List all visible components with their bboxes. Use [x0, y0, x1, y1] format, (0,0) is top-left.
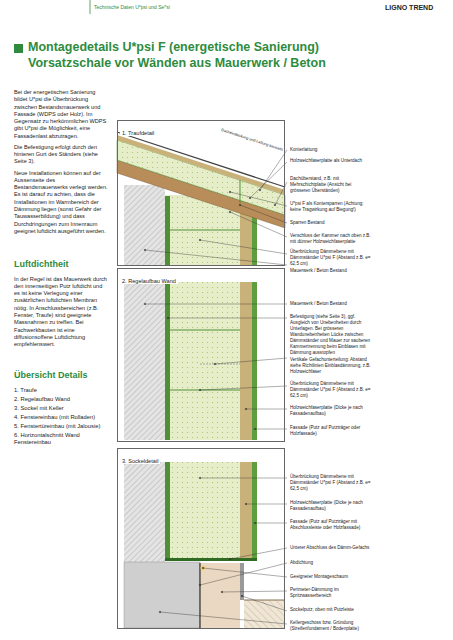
body-text: Die Befestigung erfolgt durch den hinter…: [14, 144, 109, 166]
callout-label: Fassade (Putz auf Putzträger mit Abschlu…: [290, 519, 372, 531]
list-item: 6. Horizontalschnitt Wand Fenstereinbau: [14, 432, 109, 447]
body-text: Neue Installationen können auf der Ausse…: [14, 170, 109, 235]
callout-label: Abdichtung: [290, 560, 372, 566]
section-heading: Luftdichtheit: [14, 259, 109, 271]
callout-label: Sparren Bestand: [290, 220, 372, 226]
callout-label: Unterer Abschluss des Dämm-Gefachs: [290, 545, 372, 551]
callout-label: Mauerwerk / Beton Bestand: [290, 268, 372, 274]
callout-label: Perimeter-Dämmung im Spritzwasserbereich: [290, 587, 372, 599]
body-text: In der Regel ist das Mauerwerk durch den…: [14, 276, 109, 349]
callout-label: Sockelputz, oben mit Putzleiste: [290, 607, 372, 613]
callout-label: Vertikale Gefachunterteilung: Abstand si…: [290, 357, 372, 375]
callout-label: Befestigung (siehe Seite 3), ggf. Ausgle…: [290, 314, 372, 356]
callout-label: Überbrückung Dämmebene mit Dämmständer U…: [290, 249, 372, 267]
body-text: Bei der energetischen Sanierung bildet U…: [14, 89, 109, 140]
logo-text: LIGNO TREND: [385, 3, 447, 12]
list-item: 1. Traufe: [14, 387, 109, 395]
callout-label: Holzweichfaserplatte (Dicke je nach Fass…: [290, 500, 372, 512]
callout-label: Holzweichfaserplatte (Dicke je nach Fass…: [290, 405, 372, 417]
callout-label: Fassade (Putz auf Putzträger oder Holzfa…: [290, 425, 372, 437]
roof-note: Dacheindeckung und Lattung bauseits: [220, 128, 288, 154]
list-item: 3. Sockel mit Keller: [14, 405, 109, 413]
section-heading: Übersicht Details: [14, 370, 109, 382]
page-title: Montagedetails U*psi F (energetische San…: [28, 40, 388, 71]
callout-label: Holzweichfaserplatte als Unterdach: [290, 158, 372, 164]
detail-frame: 3. Sockeldetail: [117, 448, 285, 629]
callout-label: Mauerwerk / Beton Bestand: [290, 301, 372, 307]
callout-label: Überbrückung Dämmebene mit Dämmständer U…: [290, 381, 372, 399]
callout-label: U*psi F als Kontersparren (Achtung: kein…: [290, 201, 372, 213]
detail-title: 2. Regelaufbau Wand: [120, 278, 178, 284]
detail-frame: 2. Regelaufbau Wand: [117, 268, 285, 442]
callout-label: Überbrückung Dämmebene mit Dämmständer U…: [290, 474, 372, 492]
callout-label: Kellergeschoss bzw. Gründung (Streifenfu…: [290, 620, 372, 632]
list-item: 5. Fenstertüreinbau (mit Jalousie): [14, 423, 109, 431]
detail-title: 3. Sockeldetail: [120, 458, 160, 464]
callout-label: Geeigneter Montageschaum: [290, 574, 372, 580]
page-header: Technische Daten U*psi und Se*si: [94, 4, 244, 11]
list-item: 4. Fenstereinbau (mit Rolladen): [14, 414, 109, 422]
callout-label: Dachüberstand, z.B. mit Mehrschichtplatt…: [290, 176, 372, 194]
callout-label: Konterlattung: [290, 147, 372, 153]
detail-title: 1. Traufdetail: [120, 130, 156, 136]
callout-label: Verschluss der Kammer nach oben z.B. mit…: [290, 233, 372, 245]
list-item: 2. Regelaufbau Wand: [14, 396, 109, 404]
